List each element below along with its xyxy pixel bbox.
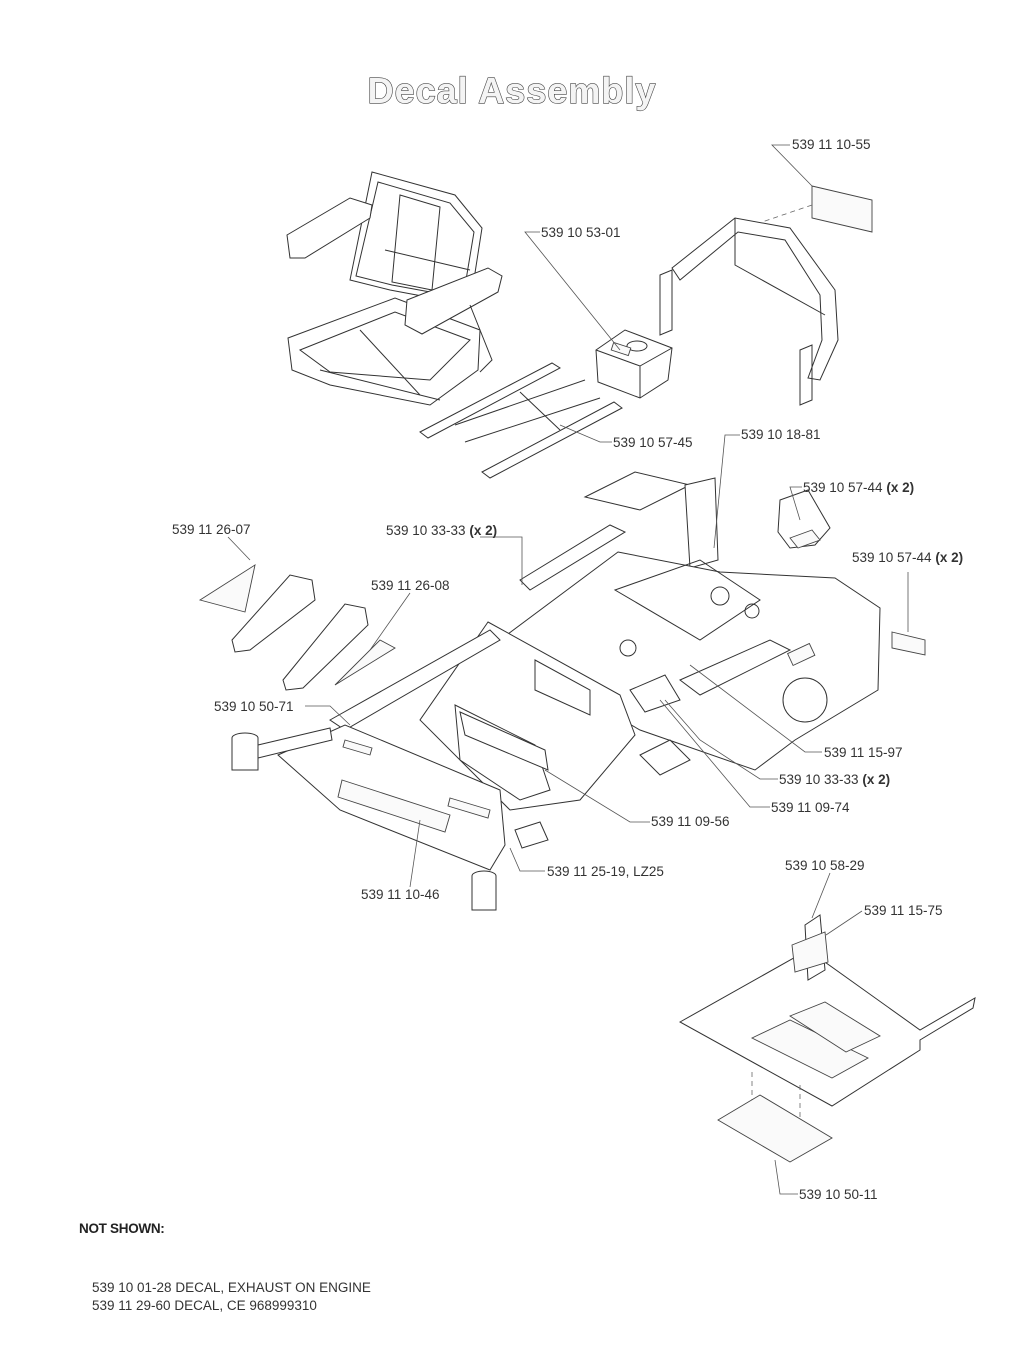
- seat-drawing: [286, 171, 503, 406]
- callout-label: 539 11 10-46: [361, 887, 440, 902]
- rops-bar-drawing: [659, 217, 839, 406]
- callout-label: 539 10 18-81: [741, 427, 821, 442]
- decal-shape: [811, 185, 873, 233]
- callout-label: 539 11 10-55: [792, 137, 871, 152]
- callout-label: 539 11 09-56: [651, 814, 730, 829]
- callout-label: 539 10 50-71: [214, 699, 294, 714]
- brackets-drawing: [459, 489, 926, 849]
- callout-label: 539 10 57-45: [613, 435, 693, 450]
- callout-label: 539 10 57-44 (x 2): [852, 550, 964, 565]
- not-shown-item: 539 10 01-28 DECAL, EXHAUST ON ENGINE: [92, 1280, 371, 1295]
- callout-label: 539 11 26-07: [172, 522, 251, 537]
- callout-label: 539 11 15-97: [824, 745, 903, 760]
- callout-label: 539 11 26-08: [371, 578, 450, 593]
- callout-label: 539 10 57-44 (x 2): [803, 480, 915, 495]
- decal-shape: [198, 564, 256, 613]
- decal-shape: [334, 639, 396, 686]
- callout-label: 539 11 25-19, LZ25: [547, 864, 664, 879]
- floor-pan-drawing: [678, 914, 976, 1163]
- callout-label: 539 10 50-11: [799, 1187, 878, 1202]
- footrest-drawing: [231, 724, 506, 911]
- fuel-tank-drawing: [595, 329, 673, 399]
- callout-label: 539 11 15-75: [864, 903, 943, 918]
- side-plates-drawing: [231, 574, 369, 691]
- callout-label: 539 10 33-33 (x 2): [779, 772, 891, 787]
- leader-lines: [227, 144, 909, 1195]
- callout-label: 539 10 53-01: [541, 225, 621, 240]
- callout-label: 539 10 33-33 (x 2): [386, 523, 498, 538]
- not-shown-heading: NOT SHOWN:: [79, 1221, 165, 1236]
- not-shown-item: 539 11 29-60 DECAL, CE 968999310: [92, 1298, 317, 1313]
- frame-drawing: [329, 471, 881, 811]
- callout-label: 539 10 58-29: [785, 858, 865, 873]
- callout-label: 539 11 09-74: [771, 800, 850, 815]
- page-title: Decal Assembly: [367, 69, 657, 111]
- seat-rails-drawing: [419, 362, 623, 479]
